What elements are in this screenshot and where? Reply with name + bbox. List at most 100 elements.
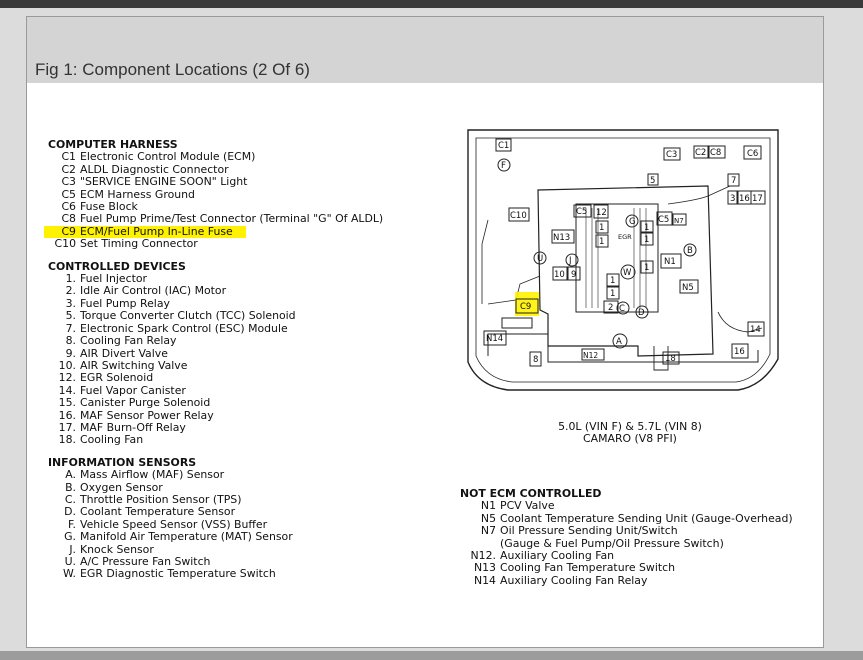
label-1a: 1 — [599, 223, 604, 233]
c9-highlight — [515, 292, 539, 316]
legend-item-code: 14. — [58, 383, 76, 397]
legend-item: N12.Auxiliary Cooling Fan — [460, 549, 793, 563]
legend-item-text: "SERVICE ENGINE SOON" Light — [80, 175, 248, 189]
legend-item-code: N1 — [480, 499, 496, 513]
label-a: A — [616, 337, 622, 347]
label-14: 14 — [750, 325, 761, 335]
label-egr: EGR — [618, 233, 632, 241]
legend-item-text: Knock Sensor — [80, 542, 154, 556]
label-c10: C10 — [510, 211, 527, 221]
caption-model: CAMARO (V8 PFI) — [583, 432, 677, 446]
legend-item: 7.Electronic Spark Control (ESC) Module — [48, 321, 383, 335]
legend-item-code: D. — [64, 505, 76, 519]
engine-bay-outline — [467, 129, 779, 391]
legend-item: 1.Fuel Injector — [48, 272, 383, 286]
information-sensors-heading: INFORMATION SENSORS — [48, 455, 197, 469]
legend-item-text: Fuel Injector — [80, 272, 147, 286]
legend-item-code: 16. — [58, 408, 76, 422]
legend-item-text: Torque Converter Clutch (TCC) Solenoid — [80, 309, 296, 323]
legend-item: N13 Cooling Fan Temperature Switch — [460, 561, 793, 575]
label-c3: C3 — [666, 150, 677, 160]
legend-item: N14 Auxiliary Cooling Fan Relay — [460, 573, 793, 587]
legend-item-code: 7. — [65, 321, 76, 335]
legend-item-code: F. — [68, 517, 76, 531]
legend-item-text: MAF Sensor Power Relay — [80, 408, 214, 422]
label-12: 12 — [596, 208, 607, 218]
sensor-circles — [497, 158, 697, 349]
legend-item-code: U. — [64, 555, 76, 568]
legend-item-text: Idle Air Control (IAC) Motor — [80, 284, 227, 298]
legend-item: F.Vehicle Speed Sensor (VSS) Buffer — [48, 517, 383, 531]
legend-item-code: 17. — [58, 420, 76, 434]
legend-item-code: N5 — [480, 511, 496, 525]
legend-item-code: C10 — [54, 237, 76, 251]
computer-harness-heading: COMPUTER HARNESS — [48, 138, 178, 151]
wire-left — [481, 219, 489, 304]
legend-item-text: Fuse Block — [80, 200, 138, 214]
legend-item-text: Coolant Temperature Sensor — [80, 505, 236, 519]
fan-shroud — [653, 346, 669, 371]
legend-item: G.Manifold Air Temperature (MAT) Sensor — [48, 530, 383, 544]
legend-item-code: N13 — [473, 561, 496, 575]
legend-item-code: G. — [64, 530, 76, 544]
label-1d: 1 — [644, 235, 649, 245]
legend-item-text: ALDL Diagnostic Connector — [80, 162, 229, 176]
legend-item-text: AIR Divert Valve — [80, 346, 168, 360]
label-n5: N5 — [682, 283, 694, 293]
legend-item-code: 8. — [65, 334, 76, 348]
wire-top — [667, 185, 731, 205]
legend-item-code: C3 — [61, 175, 76, 189]
diagram-labels: C1 F C3 C2 C8 C6 5 7 3 16 17 C10 C5 12 G… — [486, 141, 763, 365]
legend-item: N5 Coolant Temperature Sending Unit (Gaug… — [460, 511, 793, 525]
legend-item-text: Electronic Control Module (ECM) — [80, 150, 256, 164]
label-n12: N12 — [583, 351, 598, 360]
label-c6: C6 — [747, 149, 758, 159]
label-3: 3 — [730, 194, 735, 204]
legend-item-code: 3. — [65, 296, 76, 310]
legend-item-code: C9 — [61, 224, 76, 238]
legend-item-code: 12. — [58, 371, 76, 385]
label-15: 16 — [734, 347, 745, 357]
diagram-caption: 5.0L (VIN F) & 5.7L (VIN 8) CAMARO (V8 P… — [505, 420, 755, 446]
label-17: 17 — [752, 194, 763, 204]
manifold-ribs — [585, 208, 647, 308]
legend-item: 8.Cooling Fan Relay — [48, 334, 383, 348]
legend-item: (Gauge & Fuel Pump/Oil Pressure Switch) — [460, 537, 793, 550]
figure-title: Fig 1: Component Locations (2 Of 6) — [35, 60, 310, 79]
legend-item: A.Mass Airflow (MAF) Sensor — [48, 468, 383, 481]
legend-item-code: 18. — [58, 433, 76, 447]
inner-bay-outline — [475, 137, 771, 383]
legend-item-text: Coolant Temperature Sending Unit (Gauge-… — [500, 511, 793, 525]
legend-item-code: C6 — [61, 200, 76, 214]
legend-item-code: N14 — [473, 573, 496, 587]
legend-item: 16. MAF Sensor Power Relay — [48, 408, 383, 422]
label-5: 5 — [650, 176, 655, 186]
legend-item-code: 15. — [58, 396, 76, 410]
legend-item-text: Cooling Fan Temperature Switch — [500, 561, 676, 575]
legend-item-text: Auxiliary Cooling Fan Relay — [500, 573, 648, 587]
label-n13: N13 — [553, 233, 570, 243]
label-1f: 1 — [610, 276, 615, 286]
label-d: D — [638, 308, 645, 318]
legend-item-text: Oxygen Sensor — [80, 480, 163, 494]
label-w: W — [623, 268, 632, 278]
label-g: G — [629, 217, 636, 227]
window-bottom-bar — [0, 651, 863, 660]
legend-item-text: EGR Solenoid — [80, 371, 154, 385]
figure-frame: Fig 1: Component Locations (2 Of 6) — [26, 16, 824, 648]
legend-item-text: Auxiliary Cooling Fan — [500, 549, 615, 563]
label-n7: N7 — [674, 217, 684, 225]
legend-item-text: Cooling Fan — [80, 433, 144, 447]
label-8: 8 — [533, 355, 538, 365]
legend-item: C.Throttle Position Sensor (TPS) — [48, 493, 383, 506]
label-u: U — [537, 254, 543, 264]
